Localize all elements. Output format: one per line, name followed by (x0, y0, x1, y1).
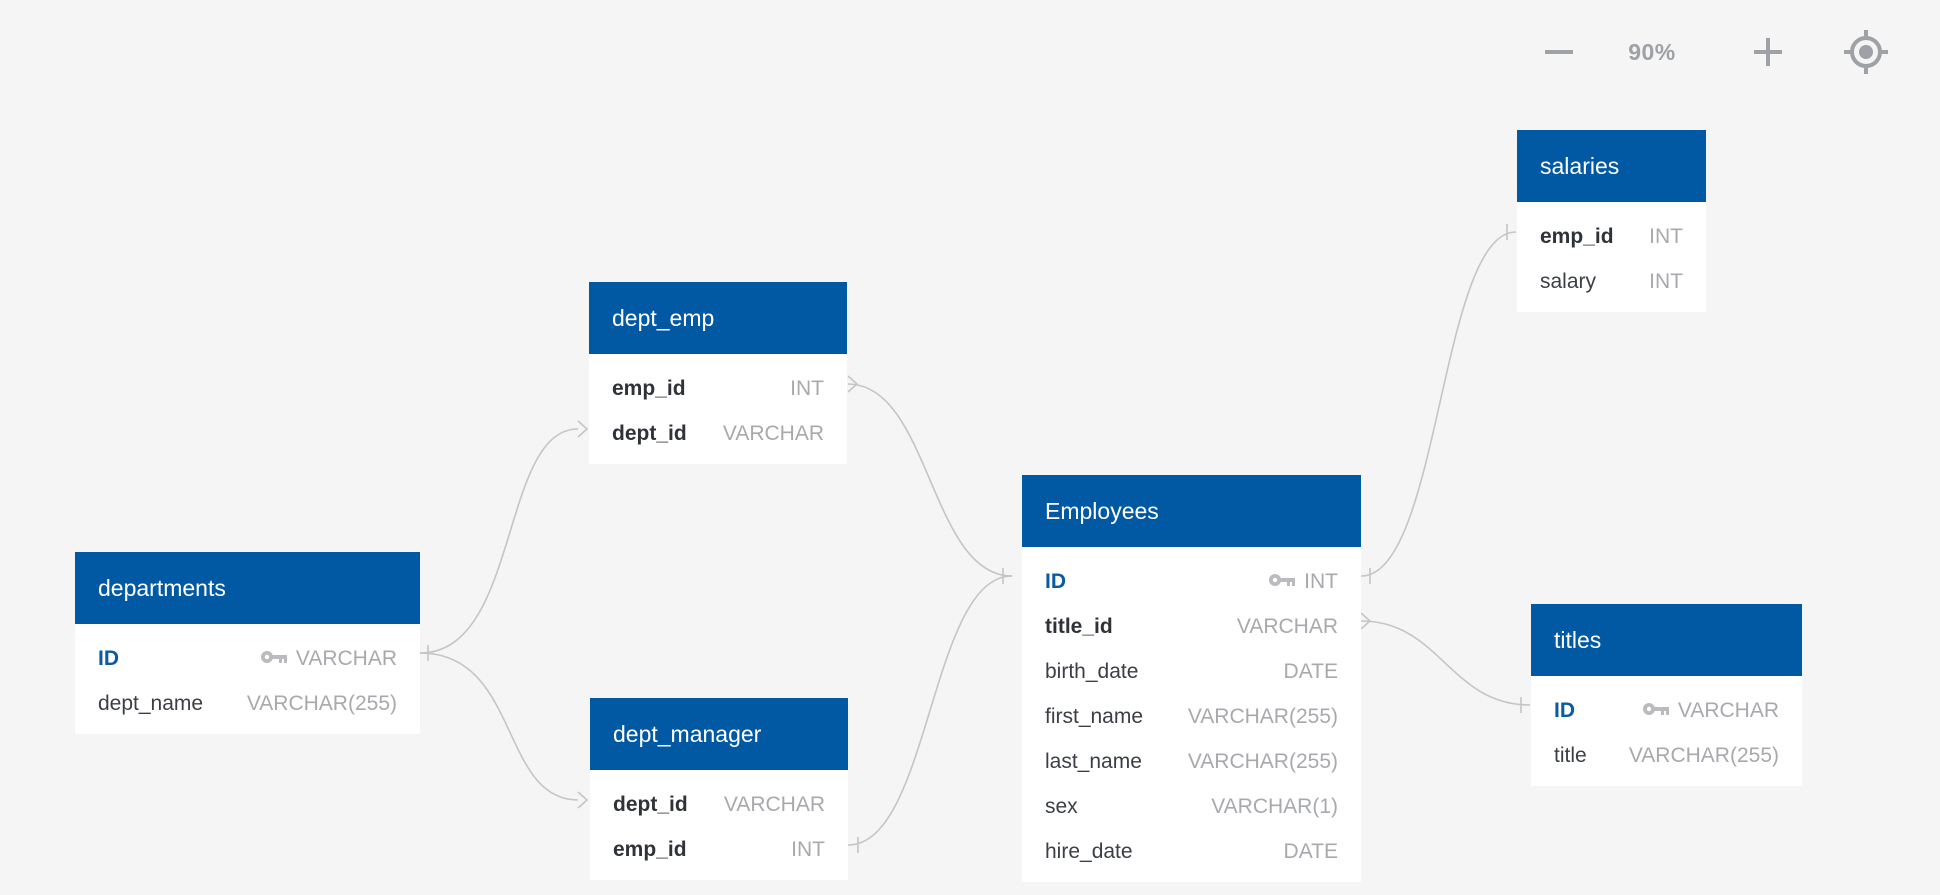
minus-icon (1545, 50, 1573, 54)
entity-dept-manager[interactable]: dept_manager dept_id VARCHAR emp_id INT (590, 698, 848, 880)
field-name: birth_date (1045, 660, 1139, 683)
many-marker (1360, 612, 1372, 630)
field-type: INT (791, 838, 825, 861)
many-marker (577, 791, 589, 809)
field-type: VARCHAR (1236, 615, 1338, 638)
entity-title: departments (75, 552, 420, 624)
entity-employees[interactable]: Employees ID INT title_id VARCHAR birth_… (1022, 475, 1361, 882)
relationship-employees-salaries (1360, 231, 1517, 577)
field-type: VARCHAR(255) (246, 692, 397, 715)
relationship-dept-manager-employees (847, 575, 1013, 846)
field-row[interactable]: hire_date DATE (1022, 829, 1361, 874)
entity-title: salaries (1517, 130, 1706, 202)
primary-key-icon (260, 651, 287, 664)
zoom-in-button[interactable] (1752, 30, 1784, 74)
field-name: sex (1045, 795, 1078, 818)
field-row[interactable]: title VARCHAR(255) (1531, 733, 1802, 778)
field-name: dept_name (98, 692, 204, 715)
field-type: INT (1649, 270, 1683, 293)
entity-salaries[interactable]: salaries emp_id INT salary INT (1517, 130, 1706, 312)
field-row[interactable]: dept_id VARCHAR (590, 782, 848, 827)
field-type: DATE (1283, 840, 1338, 863)
field-row[interactable]: emp_id INT (1517, 214, 1706, 259)
field-type: DATE (1283, 660, 1338, 683)
zoom-out-button[interactable] (1543, 30, 1575, 74)
many-marker (577, 420, 589, 438)
field-row[interactable]: emp_id INT (590, 827, 848, 872)
relationship-departments-dept-emp (419, 428, 579, 654)
field-row[interactable]: dept_name VARCHAR(255) (75, 681, 420, 726)
field-row[interactable]: ID INT (1022, 559, 1361, 604)
field-name: last_name (1045, 750, 1142, 773)
field-name: dept_id (613, 793, 688, 816)
field-name: ID (98, 647, 119, 670)
center-view-button[interactable] (1844, 30, 1888, 74)
primary-key-icon (1269, 574, 1296, 587)
many-marker (847, 375, 859, 393)
field-name: emp_id (613, 838, 687, 861)
field-row[interactable]: ID VARCHAR (1531, 688, 1802, 733)
relationship-departments-dept-manager (419, 652, 579, 801)
plus-icon (1754, 38, 1782, 66)
field-row[interactable]: salary INT (1517, 259, 1706, 304)
entity-title: dept_manager (590, 698, 848, 770)
field-type: VARCHAR(255) (1628, 744, 1779, 767)
field-name: emp_id (612, 377, 686, 400)
field-type: VARCHAR(1) (1211, 795, 1338, 818)
field-name: emp_id (1540, 225, 1614, 248)
entity-departments[interactable]: departments ID VARCHAR dept_name VARCHAR… (75, 552, 420, 734)
field-name: first_name (1045, 705, 1144, 728)
field-row[interactable]: ID VARCHAR (75, 636, 420, 681)
field-row[interactable]: emp_id INT (589, 366, 847, 411)
entity-titles[interactable]: titles ID VARCHAR title VARCHAR(255) (1531, 604, 1802, 786)
field-type: VARCHAR(255) (1187, 750, 1338, 773)
entity-title: Employees (1022, 475, 1361, 547)
field-row[interactable]: title_id VARCHAR (1022, 604, 1361, 649)
field-row[interactable]: dept_id VARCHAR (589, 411, 847, 456)
relationship-dept-emp-employees (847, 383, 1013, 577)
field-name: dept_id (612, 422, 687, 445)
entity-dept-emp[interactable]: dept_emp emp_id INT dept_id VARCHAR (589, 282, 847, 464)
entity-title: dept_emp (589, 282, 847, 354)
field-type: VARCHAR (295, 647, 397, 670)
entity-title: titles (1531, 604, 1802, 676)
field-name: salary (1540, 270, 1597, 293)
primary-key-icon (1642, 703, 1669, 716)
field-name: title_id (1045, 615, 1113, 638)
field-type: INT (1304, 570, 1338, 593)
relationship-employees-titles (1360, 620, 1531, 706)
field-type: INT (1649, 225, 1683, 248)
field-row[interactable]: birth_date DATE (1022, 649, 1361, 694)
field-type: VARCHAR(255) (1187, 705, 1338, 728)
field-row[interactable]: sex VARCHAR(1) (1022, 784, 1361, 829)
field-type: VARCHAR (1677, 699, 1779, 722)
field-name: ID (1045, 570, 1066, 593)
field-type: VARCHAR (722, 422, 824, 445)
field-name: ID (1554, 699, 1575, 722)
field-type: INT (790, 377, 824, 400)
field-name: hire_date (1045, 840, 1133, 863)
field-row[interactable]: last_name VARCHAR(255) (1022, 739, 1361, 784)
zoom-level: 90% (1628, 39, 1676, 65)
field-name: title (1554, 744, 1587, 767)
crosshair-target-icon (1844, 30, 1888, 74)
field-type: VARCHAR (723, 793, 825, 816)
field-row[interactable]: first_name VARCHAR(255) (1022, 694, 1361, 739)
